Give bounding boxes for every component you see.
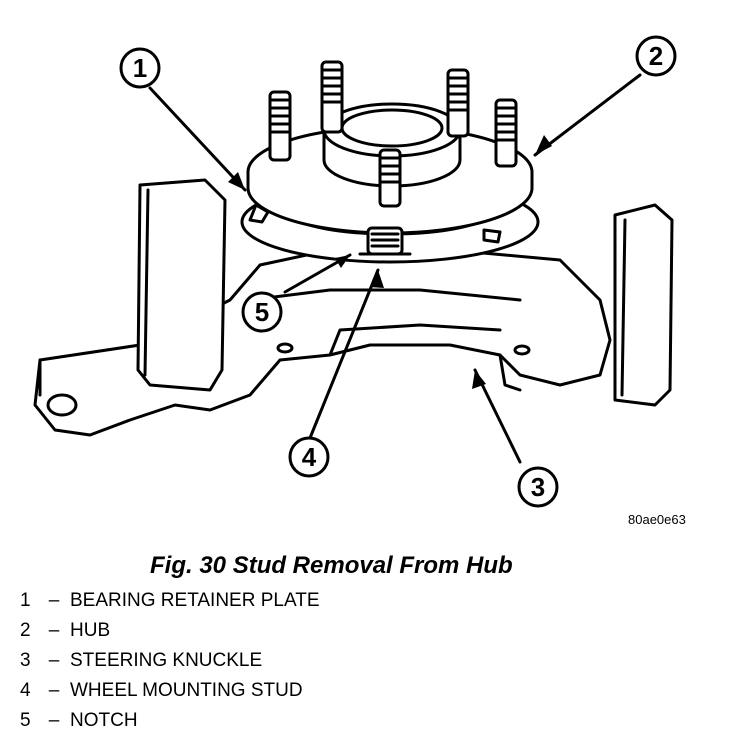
callout-3-label: 3 (531, 472, 545, 502)
legend-item: 5–NOTCH (20, 706, 320, 736)
arrowheads (228, 135, 552, 389)
legend-label: WHEEL MOUNTING STUD (70, 680, 303, 701)
callout-4: 4 (288, 436, 330, 478)
legend-number: 4 (20, 680, 31, 701)
callout-5: 5 (241, 291, 283, 333)
legend: 1–BEARING RETAINER PLATE 2–HUB 3–STEERIN… (20, 586, 320, 736)
hub-assembly-illustration: 1 2 3 4 5 (33, 35, 677, 508)
legend-label: STEERING KNUCKLE (70, 650, 263, 671)
callout-3: 3 (517, 466, 559, 508)
callout-1: 1 (119, 47, 161, 89)
legend-number: 3 (20, 650, 31, 671)
callout-2: 2 (635, 35, 677, 77)
legend-item: 2–HUB (20, 616, 320, 646)
legend-item: 4–WHEEL MOUNTING STUD (20, 676, 320, 706)
legend-label: NOTCH (70, 710, 138, 731)
legend-item: 1–BEARING RETAINER PLATE (20, 586, 320, 616)
callout-1-label: 1 (133, 53, 147, 83)
callout-4-label: 4 (302, 442, 317, 472)
left-pad (136, 178, 227, 392)
right-pad (613, 203, 674, 407)
leader-lines (148, 73, 642, 464)
legend-item: 3–STEERING KNUCKLE (20, 646, 320, 676)
callout-2-label: 2 (649, 41, 663, 71)
removed-stud (358, 226, 412, 256)
wheel-studs (268, 60, 518, 208)
legend-label: HUB (70, 620, 111, 641)
legend-label: BEARING RETAINER PLATE (70, 590, 320, 611)
legend-number: 2 (20, 620, 31, 641)
figure-caption: Fig. 30 Stud Removal From Hub (150, 552, 513, 579)
legend-number: 5 (20, 710, 31, 731)
callout-5-label: 5 (255, 297, 269, 327)
legend-number: 1 (20, 590, 31, 611)
figure-code: 80ae0e63 (628, 512, 686, 527)
